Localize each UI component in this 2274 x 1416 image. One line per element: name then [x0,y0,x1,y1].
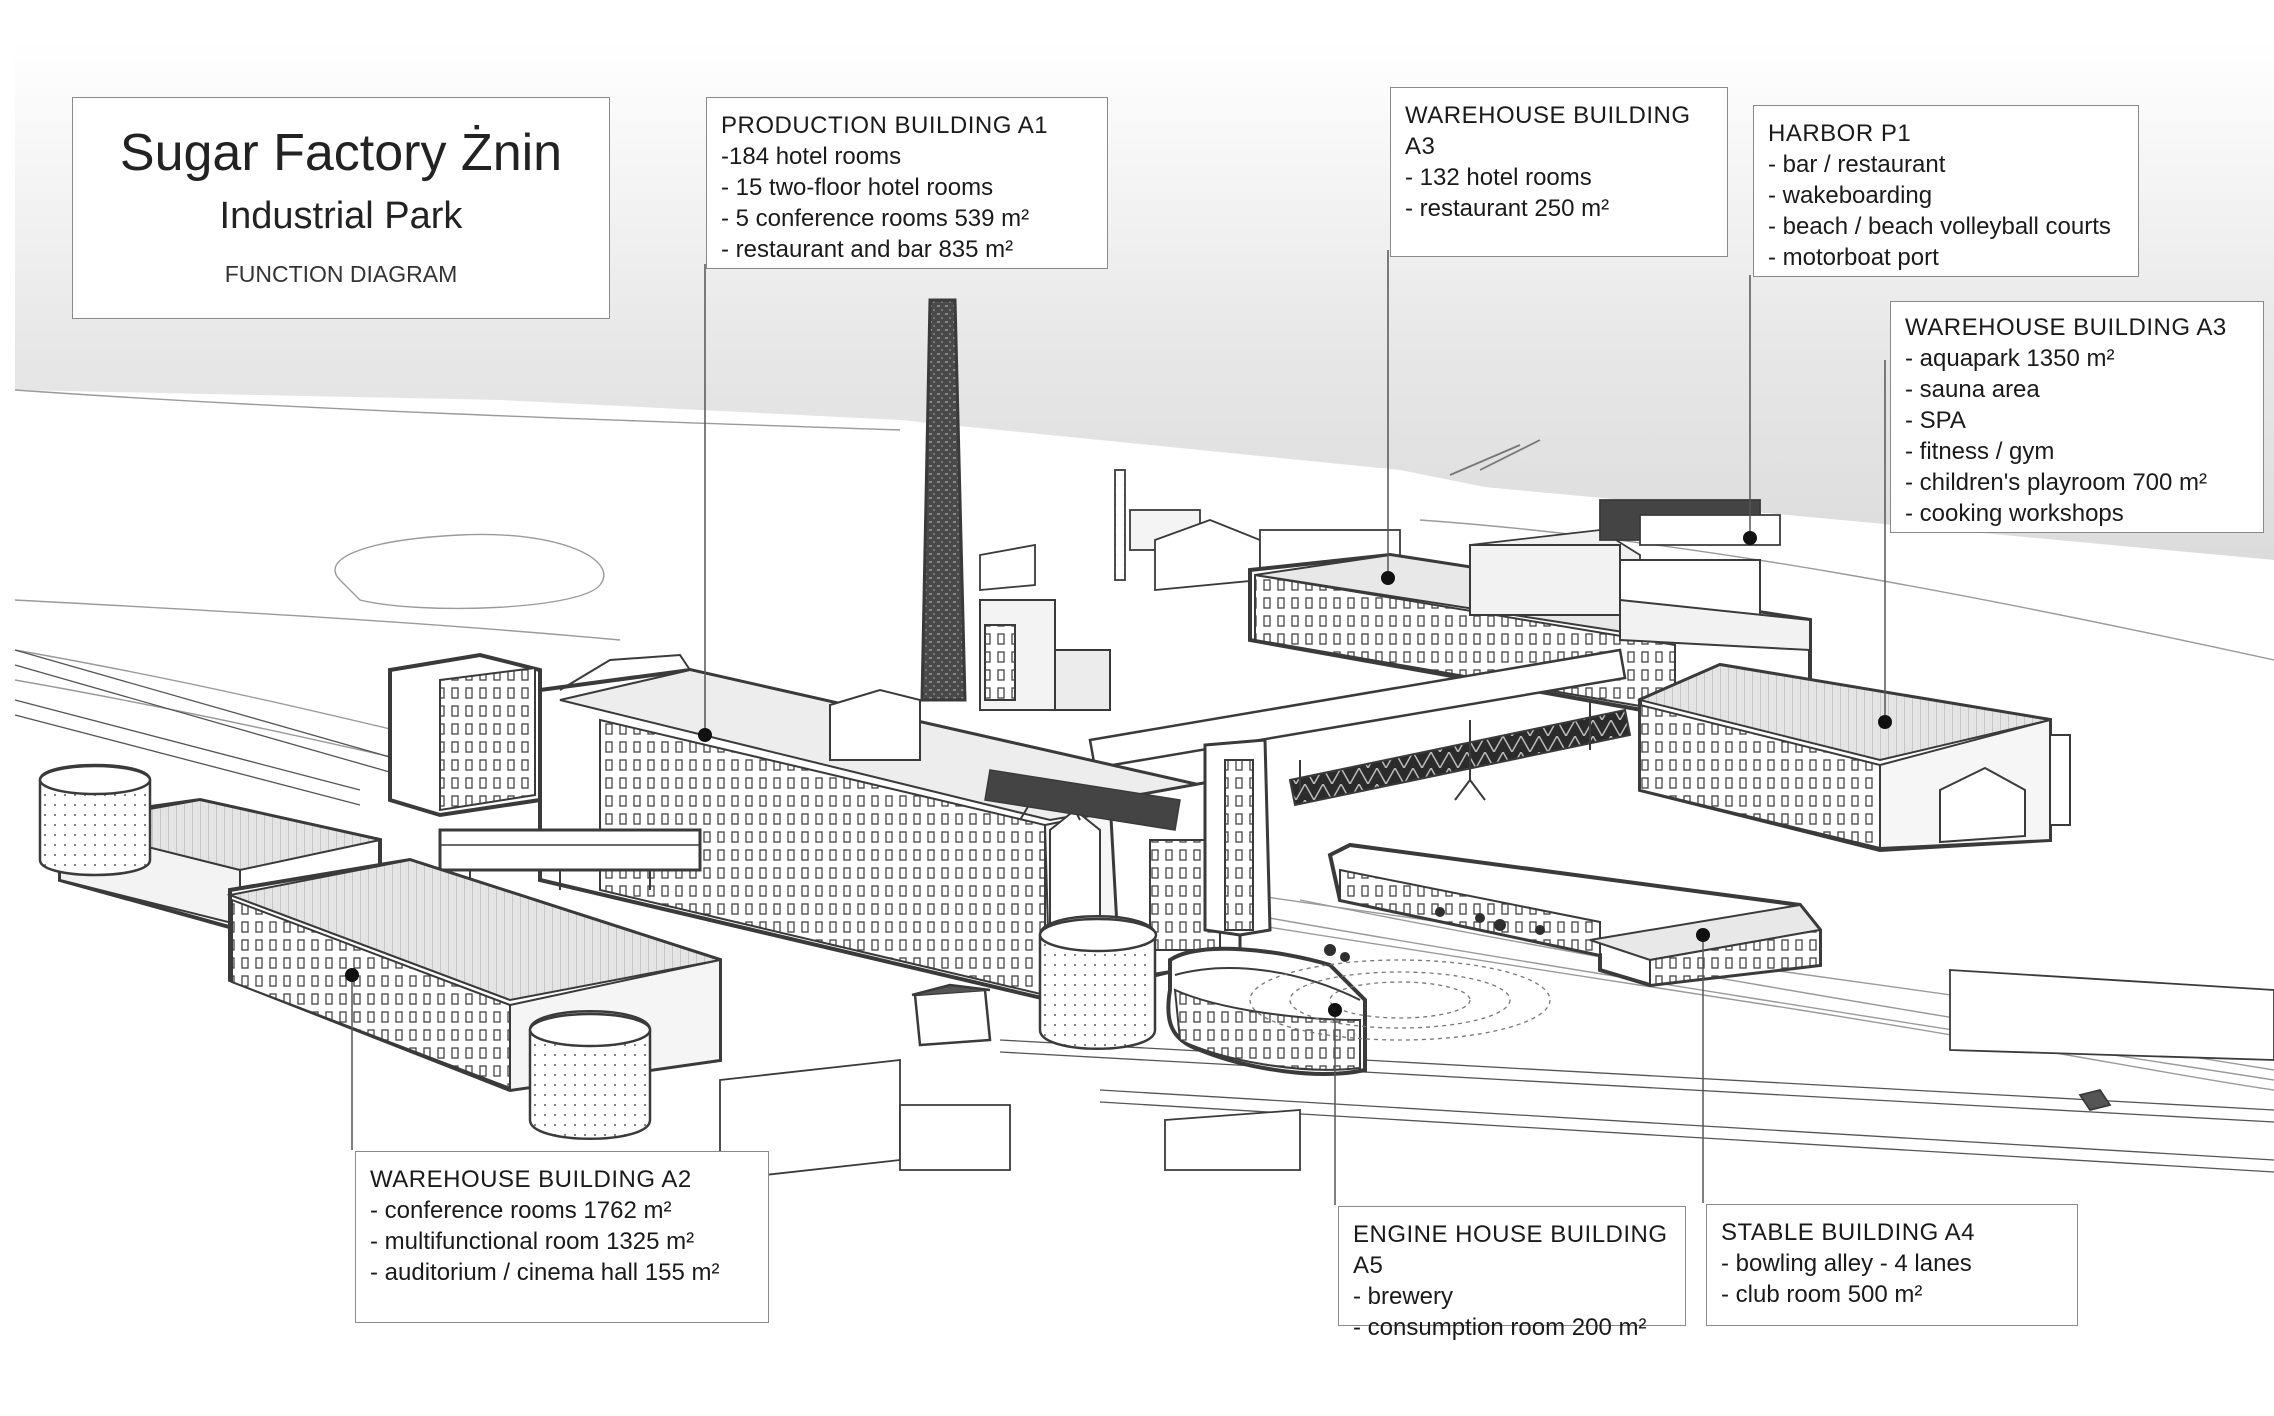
label-item: - consumption room 200 m² [1353,1314,1647,1341]
label-item: - restaurant 250 m² [1405,195,1610,222]
label-item: - wakeboarding [1768,182,1933,209]
label-production-building-a1: PRODUCTION BUILDING A1 -184 hotel rooms … [706,97,1108,269]
label-item: - brewery [1353,1283,1454,1310]
title-sub: Industrial Park [219,195,463,237]
label-item: - bar / restaurant [1768,151,1946,178]
label-item: - 15 two-floor hotel rooms [721,174,994,201]
label-heading: WAREHOUSE BUILDING A3 [1905,314,2227,341]
label-warehouse-a3-hotel: WAREHOUSE BUILDING A3 - 132 hotel rooms … [1390,87,1728,257]
label-item: - bowling alley - 4 lanes [1721,1250,1972,1277]
label-warehouse-a3-aquapark: WAREHOUSE BUILDING A3 - aquapark 1350 m²… [1890,301,2264,533]
label-warehouse-a2: WAREHOUSE BUILDING A2 - conference rooms… [355,1151,769,1323]
engine-house-a5 [1166,946,1367,1076]
label-item: - SPA [1905,407,1966,434]
label-item: -184 hotel rooms [721,143,902,170]
label-item: - auditorium / cinema hall 155 m² [370,1259,720,1286]
label-heading: WAREHOUSE BUILDING A2 [370,1166,692,1193]
label-item: - motorboat port [1768,244,1939,271]
stable-building-a4 [1327,842,1822,988]
label-item: - 132 hotel rooms [1405,164,1592,191]
label-item: - multifunctional room 1325 m² [370,1228,695,1255]
label-item: - 5 conference rooms 539 m² [721,205,1030,232]
warehouse-a3-aquapark-building [1636,662,2071,853]
label-item: - sauna area [1905,376,2040,403]
label-heading: ENGINE HOUSE BUILDING A5 [1353,1221,1668,1279]
label-item: - restaurant and bar 835 m² [721,236,1014,263]
label-harbor-p1: HARBOR P1 - bar / restaurant - wakeboard… [1753,105,2139,277]
label-item: - club room 500 m² [1721,1281,1923,1308]
label-heading: STABLE BUILDING A4 [1721,1219,1975,1246]
title-main: Sugar Factory Żnin [119,124,563,182]
label-item: - beach / beach volleyball courts [1768,213,2111,240]
label-item: - cooking workshops [1905,500,2124,527]
storage-tanks [38,763,1158,1140]
leader-dots [345,531,1892,1017]
label-item: - children's playroom 700 m² [1905,469,2208,496]
label-item: - aquapark 1350 m² [1905,345,2115,372]
label-item: - conference rooms 1762 m² [370,1197,672,1224]
chimney [920,298,967,702]
label-heading: HARBOR P1 [1768,120,1912,147]
label-stable-building-a4: STABLE BUILDING A4 - bowling alley - 4 l… [1706,1204,2078,1326]
leader-lines [351,250,1886,1205]
title-caption: FUNCTION DIAGRAM [224,261,458,287]
label-heading: PRODUCTION BUILDING A1 [721,112,1049,139]
conveyor-bridges [1088,648,1632,807]
label-item: - fitness / gym [1905,438,2055,465]
title-box: Sugar Factory Żnin Industrial Park FUNCT… [72,97,610,319]
label-engine-house-a5: ENGINE HOUSE BUILDING A5 - brewery - con… [1338,1206,1686,1341]
label-heading: WAREHOUSE BUILDING A3 [1405,102,1691,160]
